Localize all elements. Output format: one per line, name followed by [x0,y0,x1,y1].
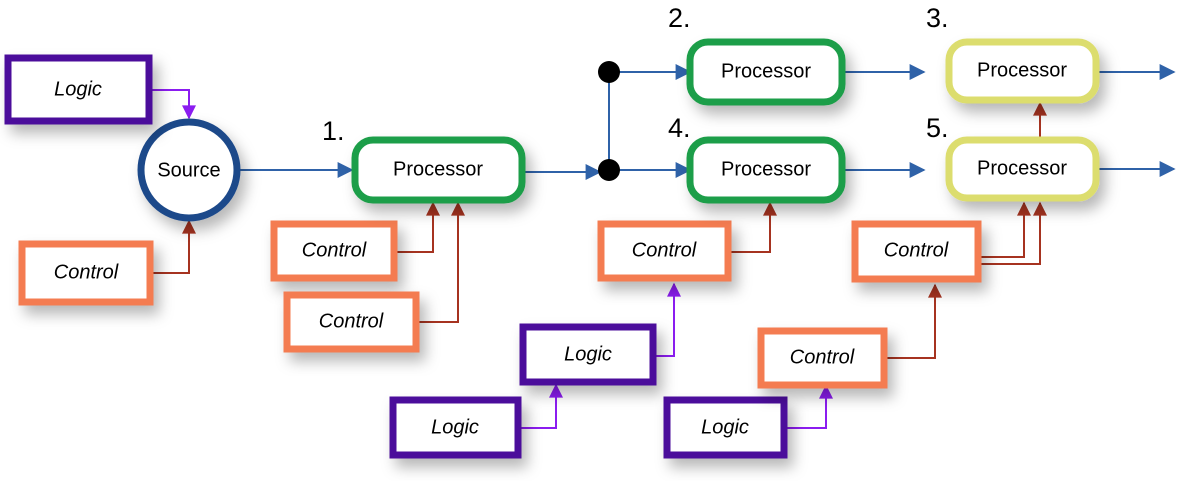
processor-label: Processor [977,157,1067,179]
logic-2-to-control-4-arrow [653,282,681,357]
flow-connectors [236,64,1176,180]
logic-block-label: Logic [564,343,612,365]
control-block-label: Control [54,261,119,283]
processor-4-number: 4. [668,113,691,143]
processor-label: Processor [977,59,1067,81]
control-block-label: Control [302,239,367,261]
processor-label: Processor [393,158,483,180]
control-2-to-processor-1-arrow [394,201,440,253]
control-block-4: Control [597,220,732,282]
processor-2-number: 2. [668,3,691,33]
control-block-label: Control [319,310,384,332]
logic-block-2: Logic [519,323,657,386]
junction-dot-top [598,61,620,83]
logic-block-3: Logic [389,396,522,459]
control-5-to-processor-5-arrow-a [978,201,1031,258]
logic-block-label: Logic [431,416,479,438]
junction-dot-bottom [598,159,620,181]
processor-2: Processor [686,38,846,106]
control-block-1: Control [18,240,154,306]
control-3-to-processor-1-arrow [416,201,465,323]
processor-label: Processor [721,60,811,82]
control-block-2: Control [270,220,398,282]
logic-4-to-control-6-arrow [784,384,833,429]
control-block-6: Control [757,327,888,389]
control-block-5: Control [851,220,982,283]
control-block-label: Control [632,239,697,261]
logic-3-to-logic-2-arrow [518,383,563,429]
control-connectors [150,101,1047,359]
processor-1: Processor [351,136,526,204]
processor-5-number: 5. [926,113,949,143]
processor-label: Processor [721,158,811,180]
control-1-to-source-arrow [150,219,196,274]
control-block-label: Control [790,346,855,368]
source-node [137,118,241,222]
processor-1-number: 1. [322,116,345,146]
control-6-to-control-5-arrow [884,283,942,359]
logic-block-4: Logic [663,396,788,459]
logic-block-1: Logic [4,54,153,125]
control-block-3: Control [283,291,420,353]
processor-4: Processor [686,136,846,204]
logic-1-to-source-arrow [149,89,196,120]
processor-3-number: 3. [926,3,949,33]
control-5-to-processor-5-arrow-b [978,201,1047,265]
processor-3: Processor [945,38,1100,104]
logic-connectors [149,89,833,429]
control-block-label: Control [884,239,949,261]
logic-block-label: Logic [54,78,102,100]
logic-block-label: Logic [701,416,749,438]
source-label: Source [157,159,220,181]
processor-5: Processor [945,136,1100,202]
control-4-to-processor-4-arrow [728,201,777,253]
